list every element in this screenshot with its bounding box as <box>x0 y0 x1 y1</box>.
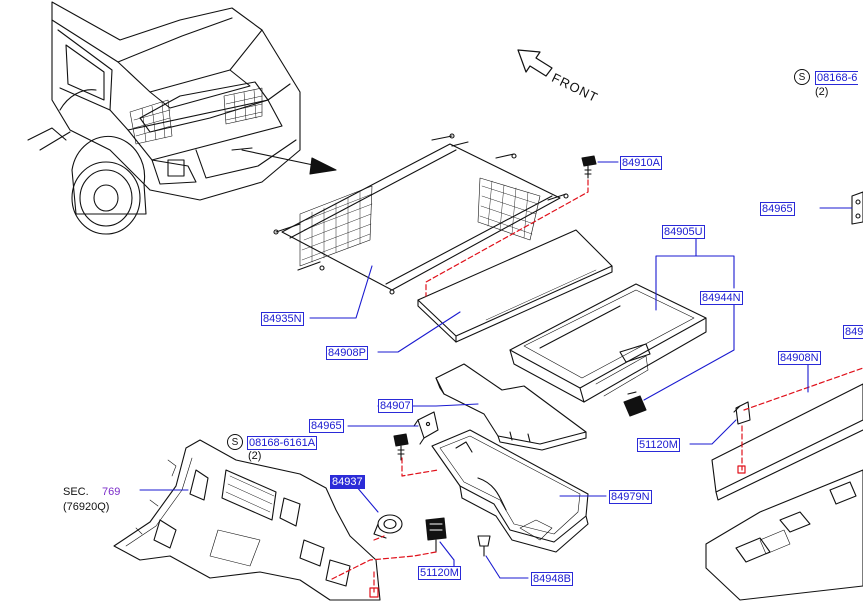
blue-leader-lines <box>139 161 853 579</box>
grommet-84937 <box>373 514 403 539</box>
vehicle-rear-illustration <box>27 1 301 235</box>
part-label-849-cut[interactable]: 849 <box>843 325 863 339</box>
front-direction-arrow-icon <box>517 49 553 77</box>
cargo-net-84935N <box>273 133 569 295</box>
part-label-84937[interactable]: 84937 <box>330 475 365 489</box>
quarter-inner-panel <box>113 439 381 601</box>
rear-floor-structure <box>705 191 863 601</box>
tonneau-box-84944N <box>509 283 707 403</box>
part-label-84907[interactable]: 84907 <box>378 399 413 413</box>
part-label-84910A[interactable]: 84910A <box>620 156 662 170</box>
part-label-08168-6161A[interactable]: 08168-6161A <box>247 436 318 450</box>
part-label-84908P[interactable]: 84908P <box>326 346 368 360</box>
part-label-84948B[interactable]: 84948B <box>531 572 573 586</box>
bracket-84965 <box>413 411 439 445</box>
quantity-mid: (2) <box>248 450 262 462</box>
part-label-08168-6-top[interactable]: 08168-6 <box>815 71 859 85</box>
part-label-84979N[interactable]: 84979N <box>609 490 652 504</box>
bolt-08168 <box>393 433 409 461</box>
trim-panel-84907 <box>435 363 587 451</box>
section-ref-prefix: SEC. <box>63 486 89 498</box>
part-label-84965-top[interactable]: 84965 <box>760 202 795 216</box>
detail-arrow <box>241 149 337 175</box>
pad-51120M-right <box>623 391 647 417</box>
quantity-top: (2) <box>815 86 829 98</box>
pad-51120M-bottom <box>425 517 447 553</box>
part-label-84965-mid[interactable]: 84965 <box>309 419 344 433</box>
section-ref-sub: (76920Q) <box>63 501 110 513</box>
clip-84910A <box>581 155 597 179</box>
red-dashed-leaders <box>329 179 863 593</box>
storage-tray-84979N <box>431 429 589 553</box>
part-label-84935N[interactable]: 84935N <box>261 312 304 326</box>
part-label-51120M-bottom[interactable]: 51120M <box>418 566 461 580</box>
standard-part-s-icon: S <box>794 69 810 85</box>
part-label-84905U[interactable]: 84905U <box>662 225 705 239</box>
standard-part-s-icon: S <box>227 434 243 450</box>
part-label-51120M-right[interactable]: 51120M <box>637 438 680 452</box>
part-label-84944N[interactable]: 84944N <box>700 291 743 305</box>
red-marker <box>737 465 746 474</box>
clip-84948B <box>477 535 491 557</box>
red-marker <box>369 587 379 598</box>
floor-board-84908P <box>417 229 613 343</box>
section-ref-link[interactable]: 769 <box>102 486 121 498</box>
part-label-84908N[interactable]: 84908N <box>778 351 821 365</box>
